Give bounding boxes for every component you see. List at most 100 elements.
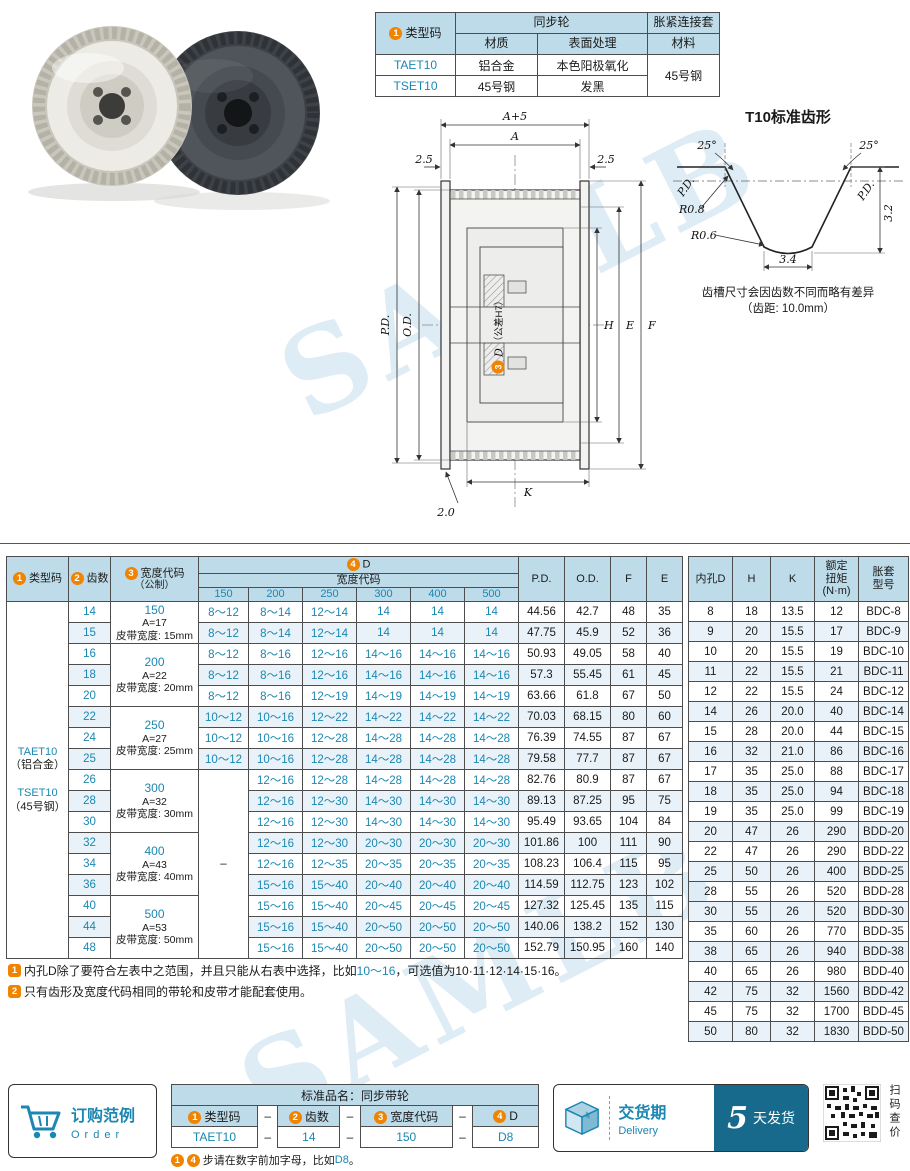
separator-cell: – — [339, 1126, 361, 1148]
bore-range-cell: 8～14 — [248, 622, 303, 644]
torque-cell: 400 — [814, 861, 859, 882]
pd-value-cell: 89.13 — [518, 790, 565, 812]
sleeve-model-cell: BDC-17 — [858, 761, 909, 782]
delivery-box: 交货期 Delivery 5 天发货 — [553, 1084, 809, 1152]
bore-range-cell: 10～12 — [198, 706, 249, 728]
dim-pd: P.D. — [379, 315, 392, 337]
bore-d-cell: 18 — [688, 781, 733, 802]
sleeve-model-cell: BDC-18 — [858, 781, 909, 802]
bore-d-cell: 30 — [688, 901, 733, 922]
bore-range-cell: 14～28 — [464, 769, 519, 791]
teeth-count-cell: 34 — [68, 853, 111, 875]
bore-d-cell: 45 — [688, 1001, 733, 1022]
spacer — [8, 773, 67, 787]
pd-value-cell: 57.3 — [518, 664, 565, 686]
teeth-count-cell: 15 — [68, 622, 111, 644]
e-value-cell: 130 — [646, 916, 683, 938]
e-value-cell: 102 — [646, 874, 683, 896]
dim-a: A — [510, 130, 519, 143]
k-cell: 15.5 — [770, 661, 815, 682]
dim-flange-right: 2.5 — [596, 153, 615, 166]
h-cell: 55 — [732, 881, 771, 902]
od-value-cell: 112.75 — [564, 874, 611, 896]
bore-range-cell: 14～28 — [356, 748, 411, 770]
spec-header-type-code-label: 类型码 — [405, 25, 442, 40]
bore-header-torque: 额定 扭矩 (N·m) — [814, 556, 859, 602]
f-value-cell: 160 — [610, 937, 647, 959]
bore-d-cell: 8 — [688, 601, 733, 622]
bore-range-cell: 14 — [410, 601, 465, 623]
bore-range-cell: 15～40 — [302, 895, 357, 917]
qr-box: 扫码查价 — [823, 1084, 902, 1142]
pitch-line-label-right: P.D. — [854, 178, 877, 203]
order-col-badge: 1 — [188, 1110, 202, 1124]
header-teeth-label: 齿数 — [86, 572, 109, 585]
order-note-text: 步请在数字前加字母，比如 — [202, 1155, 335, 1167]
bore-range-cell: 14～28 — [464, 748, 519, 770]
bore-range-cell: 8～12 — [198, 685, 249, 707]
f-value-cell: 104 — [610, 811, 647, 833]
torque-cell: 21 — [814, 661, 859, 682]
width-code: 400 — [144, 844, 165, 859]
bore-range-cell: 14～16 — [356, 643, 411, 665]
bore-range-cell: 12～30 — [302, 790, 357, 812]
bore-range-cell: 12～16 — [248, 853, 303, 875]
pitch-line-label-left: P.D. — [674, 174, 697, 199]
bore-range-cell: 20～40 — [410, 874, 465, 896]
separator-cell: – — [451, 1105, 473, 1127]
bore-range-cell: 15～16 — [248, 874, 303, 896]
f-value-cell: 123 — [610, 874, 647, 896]
delivery-labels: 交货期 Delivery — [618, 1099, 666, 1137]
teeth-count-cell: 16 — [68, 643, 111, 665]
pd-value-cell: 44.56 — [518, 601, 565, 623]
type-code: TSET10 — [17, 787, 58, 799]
pd-value-cell: 82.76 — [518, 769, 565, 791]
bore-header-sleeve-model: 胀套 型号 — [858, 556, 909, 602]
k-cell: 15.5 — [770, 681, 815, 702]
torque-cell: 44 — [814, 721, 859, 742]
sleeve-model-cell: BDC-14 — [858, 701, 909, 722]
bore-range-cell: 20～50 — [464, 916, 519, 938]
order-value-row: TAET10–14–150–D8 — [170, 1126, 540, 1148]
teeth-count-cell: 20 — [68, 685, 111, 707]
spec-header-surface: 表面处理 — [537, 33, 648, 55]
e-value-cell: 75 — [646, 790, 683, 812]
torque-cell: 940 — [814, 941, 859, 962]
bore-d-cell: 42 — [688, 981, 733, 1002]
e-value-cell: 40 — [646, 643, 683, 665]
h-cell: 35 — [732, 761, 771, 782]
radius-top-label: R0.8 — [678, 203, 705, 216]
h-cell: 65 — [732, 961, 771, 982]
header-width-code-label: 宽度代码 — [140, 567, 185, 580]
f-value-cell: 95 — [610, 790, 647, 812]
bore-label: D — [493, 348, 506, 358]
order-col-label-text: 类型码 — [204, 1109, 241, 1124]
bore-range-cell: 8～12 — [198, 664, 249, 686]
bore-range-cell: 14～16 — [410, 643, 465, 665]
od-value-cell: 80.9 — [564, 769, 611, 791]
od-value-cell: 61.8 — [564, 685, 611, 707]
pd-value-cell: 108.23 — [518, 853, 565, 875]
bore-range-cell: 14～30 — [356, 811, 411, 833]
order-col-label-text: D — [509, 1108, 518, 1123]
product-photo — [10, 8, 340, 213]
note-text: 10～16 — [356, 964, 396, 978]
header-od: O.D. — [564, 556, 611, 602]
bore-d-cell: 17 — [688, 761, 733, 782]
order-col-badge: 3 — [374, 1110, 388, 1124]
bore-d-cell: 19 — [688, 801, 733, 822]
note-badge: 2 — [8, 985, 21, 998]
